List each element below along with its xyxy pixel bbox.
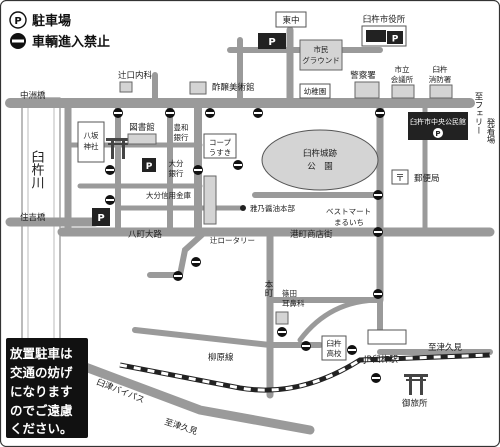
higashinaka-label: 東中 bbox=[282, 15, 299, 26]
ferry-label-1: 至フェリー bbox=[473, 92, 483, 135]
yasaka-label-2: 神社 bbox=[84, 141, 99, 151]
jibika-building bbox=[275, 311, 289, 325]
castle-label-1: 臼杵城跡 bbox=[303, 148, 338, 159]
sakekoji-label: 酢醸美術館 bbox=[212, 82, 255, 93]
fire-label-1: 臼杵 bbox=[433, 64, 448, 74]
brewery-label: 雅乃醤油本部 bbox=[250, 203, 295, 213]
high-school-label-1: 臼杵 bbox=[327, 338, 342, 348]
yanagihara-label: 柳原線 bbox=[208, 352, 234, 363]
city-ground bbox=[299, 39, 343, 71]
high-school-label-2: 高校 bbox=[327, 348, 342, 358]
road-network bbox=[5, 26, 495, 435]
library-building bbox=[127, 133, 157, 145]
bank-label-1: 豊和 bbox=[174, 122, 189, 132]
parking-icon bbox=[9, 11, 27, 29]
kindergarten-building bbox=[299, 83, 331, 99]
city-ground-label-2: グラウンド bbox=[302, 55, 340, 65]
road-diagonal-station bbox=[297, 297, 383, 343]
honmachi-label: 本町 bbox=[263, 279, 273, 297]
notice-line-5: ください。 bbox=[10, 421, 73, 436]
jibika-label-2: 耳鼻科 bbox=[282, 298, 305, 308]
post-office-label: 郵便局 bbox=[414, 173, 440, 184]
sakekoji-building bbox=[189, 81, 207, 95]
city-office-label: 臼杵市役所 bbox=[363, 14, 406, 25]
oita-shinkin-label: 大分信用金庫 bbox=[146, 190, 191, 200]
coop-label-1: コープ bbox=[209, 138, 232, 147]
bridge-south-label: 住吉橋 bbox=[20, 212, 46, 223]
yasaka-label-1: 八坂 bbox=[84, 130, 99, 140]
coop-building bbox=[203, 133, 237, 159]
parking-icon-oita-bank: P bbox=[146, 162, 153, 172]
notice-line-2: 交通の妨げ bbox=[10, 365, 73, 380]
station-label: JR臼杵駅 bbox=[363, 354, 398, 365]
river-label: 臼杵川 bbox=[29, 150, 45, 189]
station-building bbox=[367, 329, 407, 345]
city-ground-label-1: 市民 bbox=[314, 44, 329, 54]
no-entry-markers bbox=[105, 108, 385, 383]
fire-building bbox=[429, 84, 453, 99]
oita-bank-label-1: 大分 bbox=[169, 158, 184, 168]
ferry-label-2: 発着場 bbox=[485, 118, 495, 144]
parking-city-office bbox=[387, 31, 403, 44]
parking-icon-north: P bbox=[268, 37, 275, 48]
parking-south-west bbox=[92, 208, 110, 226]
castle-label-2: 公 園 bbox=[307, 162, 333, 172]
torii-icon bbox=[106, 138, 130, 159]
best-mart-label-2: まるいち bbox=[334, 218, 364, 227]
torii-icon-shrine bbox=[404, 374, 428, 395]
city-office-block bbox=[366, 30, 386, 42]
higashinaka-building bbox=[275, 11, 307, 28]
rotary-label: 辻ロータリー bbox=[210, 235, 255, 245]
yasaka-block bbox=[77, 121, 105, 163]
city-hall-label-1: 市立 bbox=[395, 64, 410, 74]
railway bbox=[119, 352, 491, 393]
bank-label-2: 銀行 bbox=[174, 132, 189, 142]
kindergarten-label: 幼稚園 bbox=[304, 86, 327, 96]
legend-no-entry: 車輌進入禁止 bbox=[32, 34, 110, 50]
city-hall-building bbox=[391, 84, 415, 99]
police-building bbox=[354, 81, 380, 99]
shopping-street-label: 港町商店街 bbox=[290, 229, 333, 240]
notice-box: 放置駐車は 交通の妨げ になります のでご遠慮 ください。 bbox=[6, 338, 88, 438]
no-entry-bar bbox=[12, 39, 24, 43]
parking-icon-central-letter: P bbox=[435, 130, 440, 138]
library-label: 図書館 bbox=[129, 122, 155, 133]
road-rotary-west bbox=[147, 229, 208, 278]
parking-north bbox=[258, 33, 286, 49]
city-hall-label-2: 会議所 bbox=[391, 74, 414, 84]
notice-line-1: 放置駐車は bbox=[9, 346, 73, 361]
coop-label-2: うすき bbox=[209, 148, 232, 157]
legend: P 駐車場 車輌進入禁止 bbox=[9, 11, 110, 50]
parking-icon-south-west: P bbox=[97, 213, 104, 224]
legend-parking: 駐車場 bbox=[32, 13, 71, 29]
notice-line-4: のでご遠慮 bbox=[10, 403, 73, 418]
parking-icon-city-office: P bbox=[392, 35, 399, 45]
best-mart-label-1: ベストマート bbox=[326, 207, 371, 216]
tsujiguchi-building bbox=[119, 81, 133, 93]
post-office-building bbox=[391, 169, 409, 185]
bridge-north-label: 中洲橋 bbox=[20, 90, 46, 101]
central-hall-label: 臼杵市中央公民館 bbox=[410, 117, 466, 126]
shrine-label: 御旅所 bbox=[402, 398, 428, 409]
high-school-building bbox=[321, 335, 347, 361]
parking-oita-bank bbox=[142, 158, 156, 172]
hacchodori-label: 八町大路 bbox=[128, 229, 163, 240]
parking-icon-central bbox=[433, 128, 443, 138]
road-bypass bbox=[75, 360, 315, 435]
oita-bank-label-2: 銀行 bbox=[169, 168, 184, 178]
to-tsukumi-label: 至津久見 bbox=[428, 342, 463, 353]
fire-label-2: 消防署 bbox=[429, 74, 452, 84]
jibika-label-1: 篠田 bbox=[282, 288, 297, 298]
tsujiguchi-label: 辻口内科 bbox=[118, 70, 153, 81]
brewery-marker bbox=[240, 205, 246, 211]
parking-icon-letter: P bbox=[14, 16, 21, 27]
notice-line-3: になります bbox=[10, 384, 73, 399]
post-office-mark: 〒 bbox=[395, 174, 404, 184]
coop-annex bbox=[203, 175, 217, 225]
castle-park bbox=[261, 129, 379, 191]
police-label: 警察署 bbox=[350, 70, 376, 81]
